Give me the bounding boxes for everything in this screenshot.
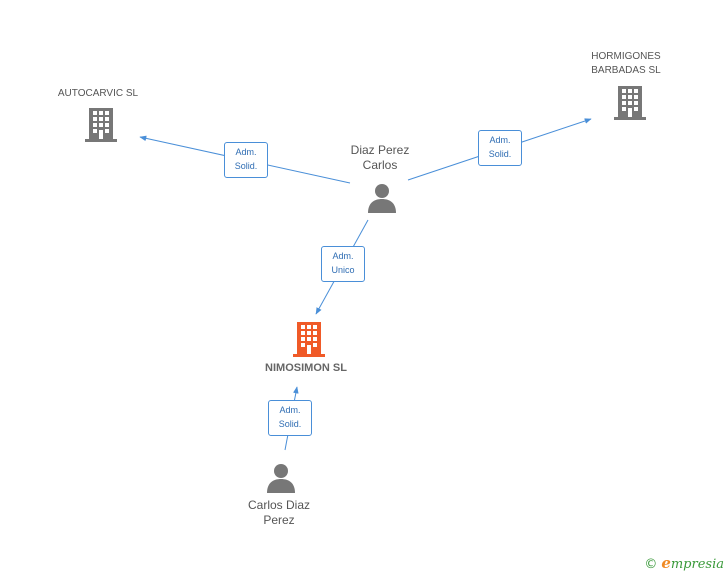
node-label-diaz-perez-carlos-line2: Carlos: [362, 158, 398, 172]
edge-badge-nimosimon-top[interactable]: Adm. Unico: [321, 246, 365, 282]
node-label-nimosimon: NIMOSIMON SL: [265, 362, 347, 374]
node-label-carlos-diaz-perez-line2: Perez: [263, 513, 295, 527]
edge-badge-nimosimon-top-line2: Unico: [331, 265, 355, 275]
edge-badge-nimosimon-bottom[interactable]: Adm. Solid.: [268, 400, 312, 436]
edge-badge-autocarvic-line1: Adm.: [235, 147, 257, 157]
brand-name: mpresia: [670, 557, 724, 572]
node-label-carlos-diaz-perez-line1: Carlos Diaz: [247, 498, 310, 512]
empresia-logo: ©empresia: [644, 554, 724, 572]
node-label-diaz-perez-carlos-line1: Diaz Perez: [350, 143, 410, 157]
node-label-carlos-diaz-perez: Carlos Diaz Perez: [229, 498, 329, 528]
edge-badge-autocarvic[interactable]: Adm. Solid.: [224, 142, 268, 178]
edge-badge-hormigones-line2: Solid.: [488, 149, 512, 159]
brand-initial: e: [661, 554, 671, 572]
node-label-hormigones-line2: BARBADAS SL: [591, 65, 661, 76]
edge-badge-nimosimon-bottom-line2: Solid.: [278, 419, 302, 429]
edge-badge-hormigones-line1: Adm.: [489, 135, 511, 145]
edge-badge-nimosimon-bottom-line1: Adm.: [279, 405, 301, 415]
node-label-diaz-perez-carlos: Diaz Perez Carlos: [330, 143, 430, 173]
node-label-hormigones: HORMIGONES BARBADAS SL: [576, 50, 676, 78]
main-building-icon[interactable]: [293, 322, 325, 357]
node-label-autocarvic: AUTOCARVIC SL: [57, 88, 139, 99]
building-icon[interactable]: [85, 108, 117, 142]
person-icon[interactable]: [367, 183, 397, 213]
node-label-hormigones-line1: HORMIGONES: [591, 51, 661, 62]
edge-badge-nimosimon-top-line1: Adm.: [332, 251, 354, 261]
copyright-symbol: ©: [644, 557, 658, 572]
edge-badge-hormigones[interactable]: Adm. Solid.: [478, 130, 522, 166]
building-icon[interactable]: [614, 86, 646, 120]
person-icon[interactable]: [266, 463, 296, 493]
edge-badge-autocarvic-line2: Solid.: [234, 161, 258, 171]
